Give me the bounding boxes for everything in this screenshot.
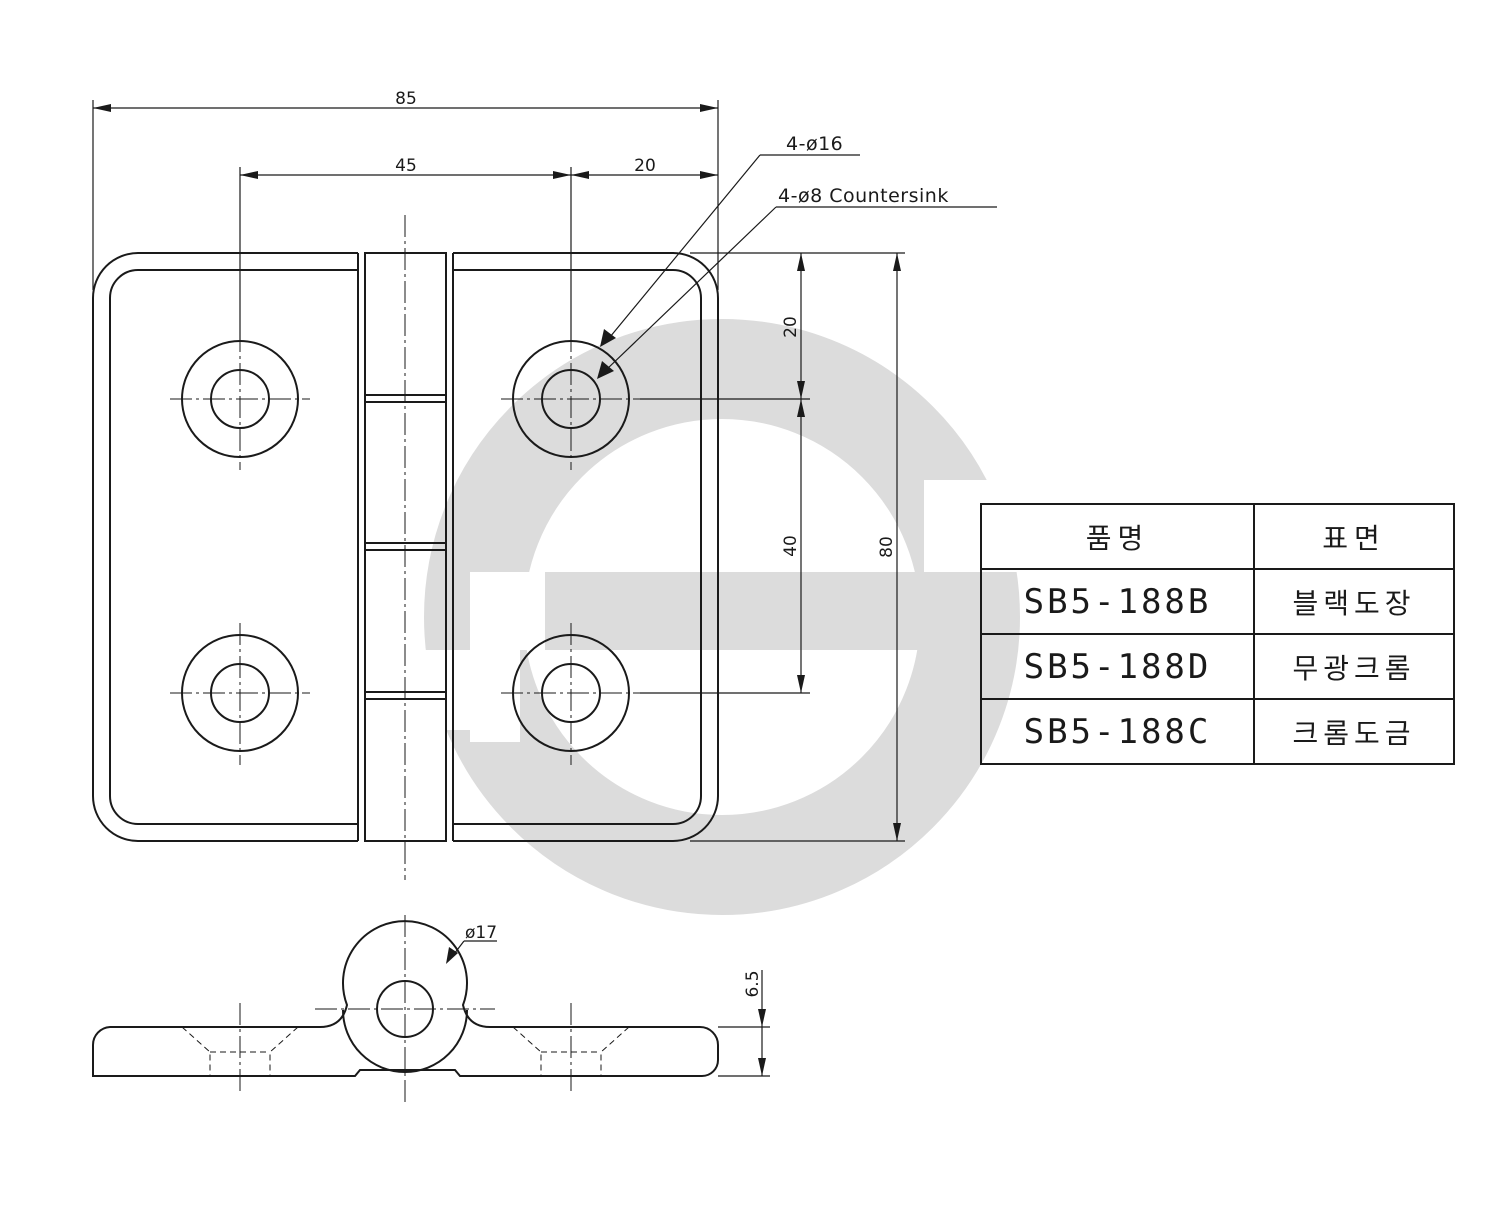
dim-hole-spacing-x: 45 bbox=[395, 156, 417, 176]
product-code: SB5-188B bbox=[980, 568, 1255, 635]
hinge-top-view bbox=[92, 215, 719, 880]
dim-edge-to-hole: 20 bbox=[634, 156, 656, 176]
table-header-row: 품명 표면 bbox=[980, 503, 1455, 570]
header-surface: 표면 bbox=[1253, 503, 1455, 570]
table-row: SB5-188C 크롬도금 bbox=[980, 698, 1455, 765]
dim-thickness: 6.5 bbox=[743, 970, 763, 997]
dim-overall-height: 80 bbox=[877, 536, 897, 558]
product-code: SB5-188C bbox=[980, 698, 1255, 765]
vertical-dimensions bbox=[640, 252, 905, 842]
spec-table: 품명 표면 SB5-188B 블랙도장 SB5-188D 무광크롬 SB5-18… bbox=[980, 503, 1455, 765]
surface-finish: 블랙도장 bbox=[1253, 568, 1455, 635]
horizontal-dimensions bbox=[92, 100, 719, 340]
note-countersink: 4-ø8 Countersink bbox=[778, 185, 949, 207]
header-product-name: 품명 bbox=[980, 503, 1255, 570]
product-code: SB5-188D bbox=[980, 633, 1255, 700]
table-row: SB5-188D 무광크롬 bbox=[980, 633, 1455, 700]
dim-overall-width: 85 bbox=[395, 89, 417, 109]
hinge-side-view bbox=[91, 915, 770, 1105]
dim-edge-to-hole-y: 20 bbox=[781, 316, 801, 338]
surface-finish: 무광크롬 bbox=[1253, 633, 1455, 700]
watermark-logo bbox=[420, 319, 1024, 915]
dim-knuckle-diameter: ø17 bbox=[465, 923, 497, 943]
dim-hole-spacing-y: 40 bbox=[781, 535, 801, 557]
surface-finish: 크롬도금 bbox=[1253, 698, 1455, 765]
table-row: SB5-188B 블랙도장 bbox=[980, 568, 1455, 635]
leader-lines bbox=[597, 154, 997, 379]
note-outer-hole: 4-ø16 bbox=[786, 133, 843, 155]
